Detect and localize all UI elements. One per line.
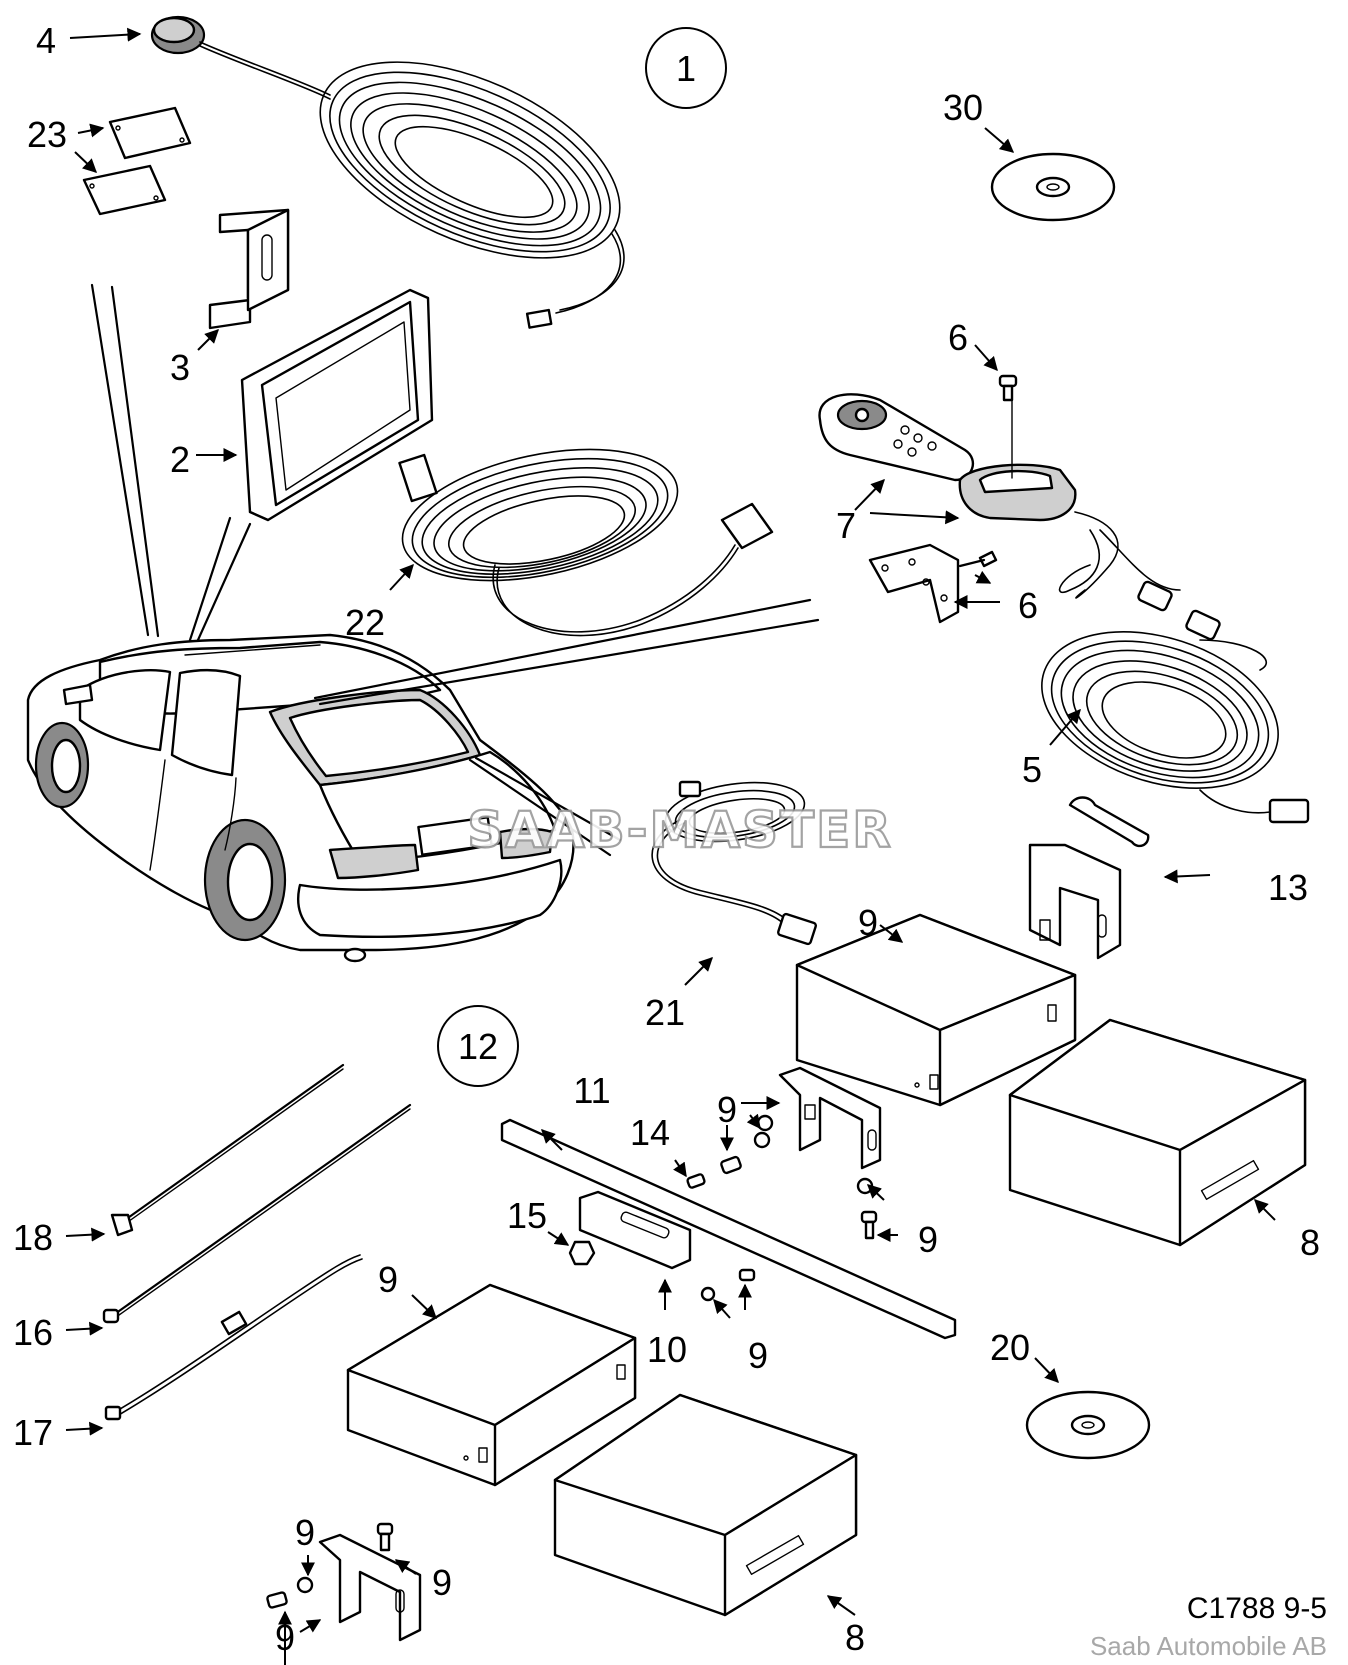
callout-labels: 4 23 3 2 22 30 6 7 6 5 13 21 9 9 9 8 11 … bbox=[13, 20, 1320, 1658]
label-5: 5 bbox=[1022, 749, 1042, 790]
label-9c: 9 bbox=[918, 1219, 938, 1260]
antenna-cable-coil bbox=[319, 61, 625, 329]
label-17: 17 bbox=[13, 1412, 53, 1453]
main-cable-part bbox=[1041, 631, 1310, 824]
label-2: 2 bbox=[170, 439, 190, 480]
label-9e: 9 bbox=[378, 1259, 398, 1300]
label-15: 15 bbox=[507, 1195, 547, 1236]
diagram-reference: C1788 9-5 bbox=[1187, 1592, 1327, 1625]
map-disc-20-part bbox=[1025, 1390, 1151, 1460]
holder-bracket-6-part bbox=[868, 543, 998, 624]
label-21: 21 bbox=[645, 992, 685, 1033]
label-8b: 8 bbox=[845, 1617, 865, 1658]
cable-tie-17 bbox=[104, 1254, 363, 1421]
label-14: 14 bbox=[630, 1112, 670, 1153]
callout-leaders bbox=[65, 27, 1276, 1665]
navigation-unit-8-lower bbox=[553, 1393, 858, 1617]
sleeve-13-part bbox=[1068, 796, 1150, 848]
label-13: 13 bbox=[1268, 867, 1308, 908]
label-9g: 9 bbox=[432, 1562, 452, 1603]
cable-tie-18 bbox=[110, 1063, 345, 1237]
bracket-13-part bbox=[1028, 843, 1122, 960]
mounting-rail-11 bbox=[500, 1118, 957, 1340]
svg-text:1: 1 bbox=[676, 48, 696, 89]
remote-cable-part bbox=[1058, 511, 1221, 641]
screw-6-part bbox=[998, 374, 1018, 402]
label-9f: 9 bbox=[295, 1512, 315, 1553]
label-6b: 6 bbox=[1018, 585, 1038, 626]
label-9a: 9 bbox=[858, 902, 878, 943]
gps-antenna-part bbox=[150, 15, 331, 100]
label-30: 30 bbox=[943, 87, 983, 128]
bracket-10-part bbox=[578, 1190, 692, 1270]
label-9d: 9 bbox=[748, 1335, 768, 1376]
label-3: 3 bbox=[170, 347, 190, 388]
adhesive-pads-part bbox=[82, 106, 192, 216]
map-disc-30-part bbox=[990, 152, 1116, 222]
callout-circle-1: 1 bbox=[645, 27, 727, 109]
label-7: 7 bbox=[836, 505, 856, 546]
label-6a: 6 bbox=[948, 317, 968, 358]
fasteners bbox=[568, 1131, 878, 1302]
remote-holder-part bbox=[958, 389, 1077, 522]
remote-control-part bbox=[818, 393, 975, 482]
source-credit: Saab Automobile AB bbox=[1090, 1631, 1327, 1661]
label-8a: 8 bbox=[1300, 1222, 1320, 1263]
label-10: 10 bbox=[647, 1329, 687, 1370]
callout-circle-12: 12 bbox=[437, 1005, 519, 1087]
label-20: 20 bbox=[990, 1327, 1030, 1368]
label-22: 22 bbox=[345, 602, 385, 643]
svg-text:12: 12 bbox=[458, 1026, 498, 1067]
display-bracket-part bbox=[208, 208, 290, 330]
navigation-unit-housing-lower bbox=[346, 1283, 637, 1487]
label-11: 11 bbox=[573, 1070, 610, 1111]
label-4: 4 bbox=[36, 20, 56, 61]
label-9h: 9 bbox=[275, 1617, 295, 1658]
label-9b: 9 bbox=[717, 1089, 737, 1130]
label-23: 23 bbox=[27, 114, 67, 155]
label-16: 16 bbox=[13, 1312, 53, 1353]
watermark: SAAB-MASTER bbox=[467, 801, 893, 859]
display-unit-part bbox=[240, 288, 434, 522]
display-cable-part bbox=[398, 448, 774, 637]
bracket-9-lower bbox=[266, 1522, 422, 1642]
saab-9-5-car bbox=[26, 633, 575, 963]
label-18: 18 bbox=[13, 1217, 53, 1258]
cable-tie-16 bbox=[102, 1103, 412, 1324]
car-leader-lines bbox=[90, 283, 820, 857]
cable-21-part bbox=[651, 780, 817, 946]
navigation-unit-8-upper bbox=[1008, 1018, 1307, 1247]
navigation-unit-housing-upper bbox=[795, 913, 1077, 1107]
bracket-9-upper bbox=[756, 1066, 882, 1195]
